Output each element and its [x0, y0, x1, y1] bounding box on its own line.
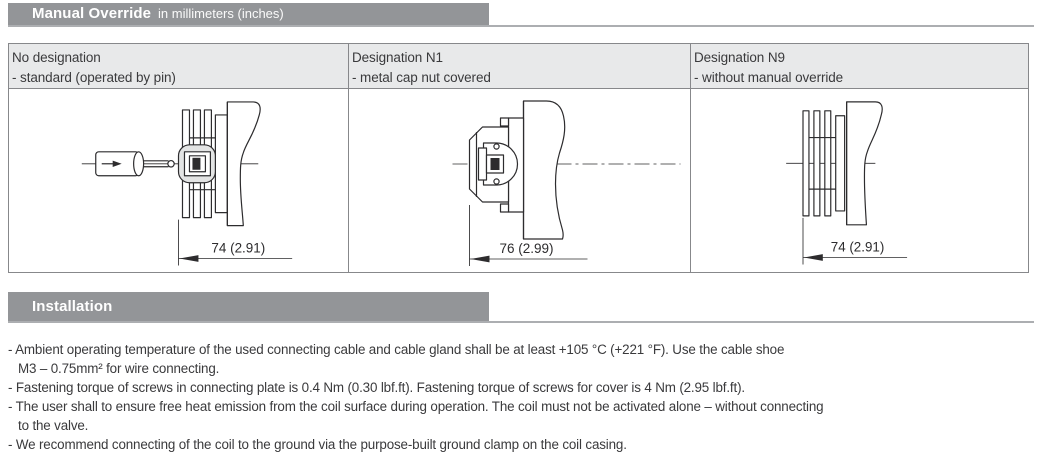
variant-drawing-cell: 76 (2.99) [349, 89, 690, 272]
installation-title: Installation [32, 298, 113, 315]
variant-title: No designation [12, 50, 101, 65]
manual-override-variants-table: No designation - standard (operated by p… [8, 43, 1029, 273]
variant-drawing-cell: 74 (2.91) [691, 89, 1028, 272]
variant-drawing-cell: 74 (2.91) [9, 89, 348, 272]
note-line: - We recommend connecting of the coil to… [8, 437, 627, 452]
variant-subtitle: - standard (operated by pin) [12, 69, 176, 85]
dimension-label: 76 (2.99) [500, 241, 554, 256]
note-line: - Fastening torque of screws in connecti… [8, 380, 745, 395]
variant-header: Designation N9 - without manual override [691, 44, 1028, 89]
variant-title: Designation N9 [694, 50, 785, 65]
variant-title: Designation N1 [352, 50, 443, 65]
variant-subtitle: - metal cap nut covered [352, 69, 491, 85]
note-line: M3 – 0.75mm² for wire connecting. [18, 361, 220, 376]
variant-header: No designation - standard (operated by p… [9, 44, 348, 89]
variant-column-n9: Designation N9 - without manual override [690, 44, 1028, 272]
note-line: - Ambient operating temperature of the u… [8, 342, 785, 357]
manual-override-section-bar: Manual Override in millimeters (inches) [8, 3, 1034, 27]
section-bar-fill: Manual Override in millimeters (inches) [8, 3, 489, 25]
installation-notes: - Ambient operating temperature of the u… [8, 340, 1028, 454]
variant-header: Designation N1 - metal cap nut covered [349, 44, 690, 89]
dimension-label: 74 (2.91) [831, 240, 885, 255]
variant-column-no-designation: No designation - standard (operated by p… [9, 44, 348, 272]
section-bar-fill: Installation [8, 292, 489, 321]
manual-override-units-note: in millimeters (inches) [158, 6, 284, 21]
installation-section-bar: Installation [8, 292, 1034, 323]
manual-override-title: Manual Override [32, 5, 152, 22]
coil-with-cap-nut-drawing: 76 (2.99) [452, 100, 681, 266]
note-line: to the valve. [18, 418, 89, 433]
coil-without-override-drawing: 74 (2.91) [786, 101, 908, 265]
dimension-label: 74 (2.91) [211, 241, 265, 256]
variant-column-n1: Designation N1 - metal cap nut covered [348, 44, 690, 272]
coil-with-pin-tool-drawing: 74 (2.91) [81, 101, 293, 266]
variant-subtitle: - without manual override [694, 69, 844, 85]
note-line: - The user shall to ensure free heat emi… [8, 399, 824, 414]
